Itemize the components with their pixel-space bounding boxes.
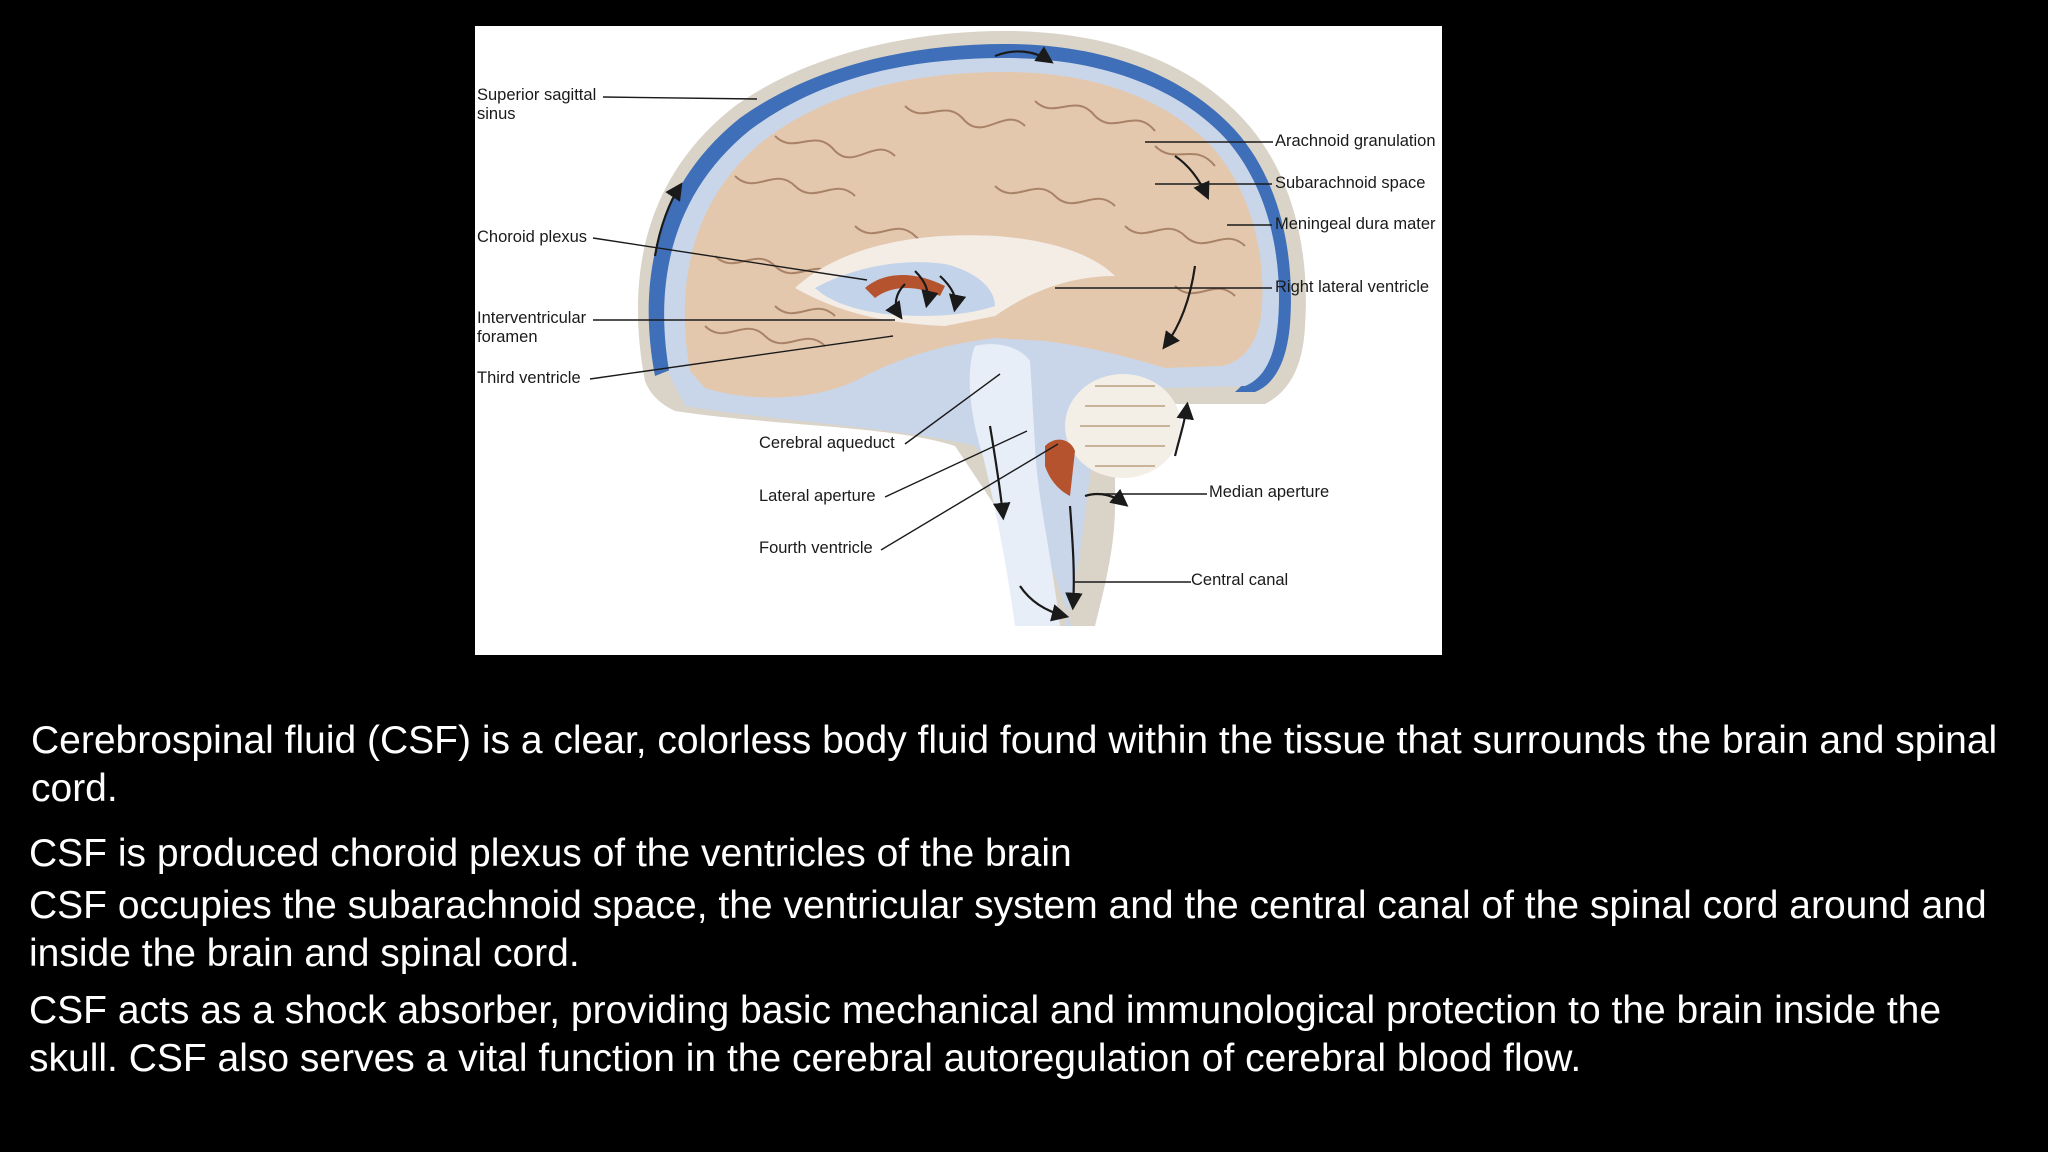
cerebellum-folia [1080,385,1170,467]
brainstem [969,344,1060,626]
leader-lateral-aperture [884,430,1028,498]
label-central-canal: Central canal [1191,571,1289,589]
leader-choroid-plexus [592,237,868,281]
leader-third-ventricle [589,335,894,380]
gyri-pattern [704,100,1246,347]
csf-flow-arrows [653,46,1210,622]
label-meningeal-dura-mater: Meningeal dura mater [1275,215,1436,233]
csf-circulation-diagram: Superior sagittal sinus Choroid plexus I… [475,26,1442,655]
leader-cerebral-aqueduct [904,373,1001,445]
label-interventricular-foramen: Interventricular foramen [477,309,587,346]
label-median-aperture: Median aperture [1209,483,1330,501]
choroid-plexus [865,274,945,298]
label-choroid-plexus: Choroid plexus [477,228,588,246]
leader-superior-sagittal-sinus [602,96,758,100]
label-cerebral-aqueduct: Cerebral aqueduct [759,434,895,452]
leader-lines [589,96,1273,583]
brain-sagittal-illustration [589,31,1306,626]
label-right-lateral-ventricle: Right lateral ventricle [1275,278,1430,296]
label-lateral-aperture: Lateral aperture [759,487,876,505]
leader-fourth-ventricle [880,443,1059,551]
label-superior-sagittal-sinus: Superior sagittal sinus [477,86,597,123]
label-subarachnoid-space: Subarachnoid space [1275,174,1426,192]
paragraph-csf-function: CSF acts as a shock absorber, providing … [29,989,1942,1080]
paragraph-csf-production: CSF is produced choroid plexus of the ve… [29,832,1072,875]
label-arachnoid-granulation: Arachnoid granulation [1275,132,1436,150]
fourth-ventricle-choroid [1045,439,1075,496]
label-fourth-ventricle: Fourth ventricle [759,539,873,557]
cerebrum [684,72,1263,398]
label-third-ventricle: Third ventricle [477,369,581,387]
paragraph-csf-definition: Cerebrospinal fluid (CSF) is a clear, co… [31,719,1998,810]
paragraph-csf-location: CSF occupies the subarachnoid space, the… [29,884,1987,975]
